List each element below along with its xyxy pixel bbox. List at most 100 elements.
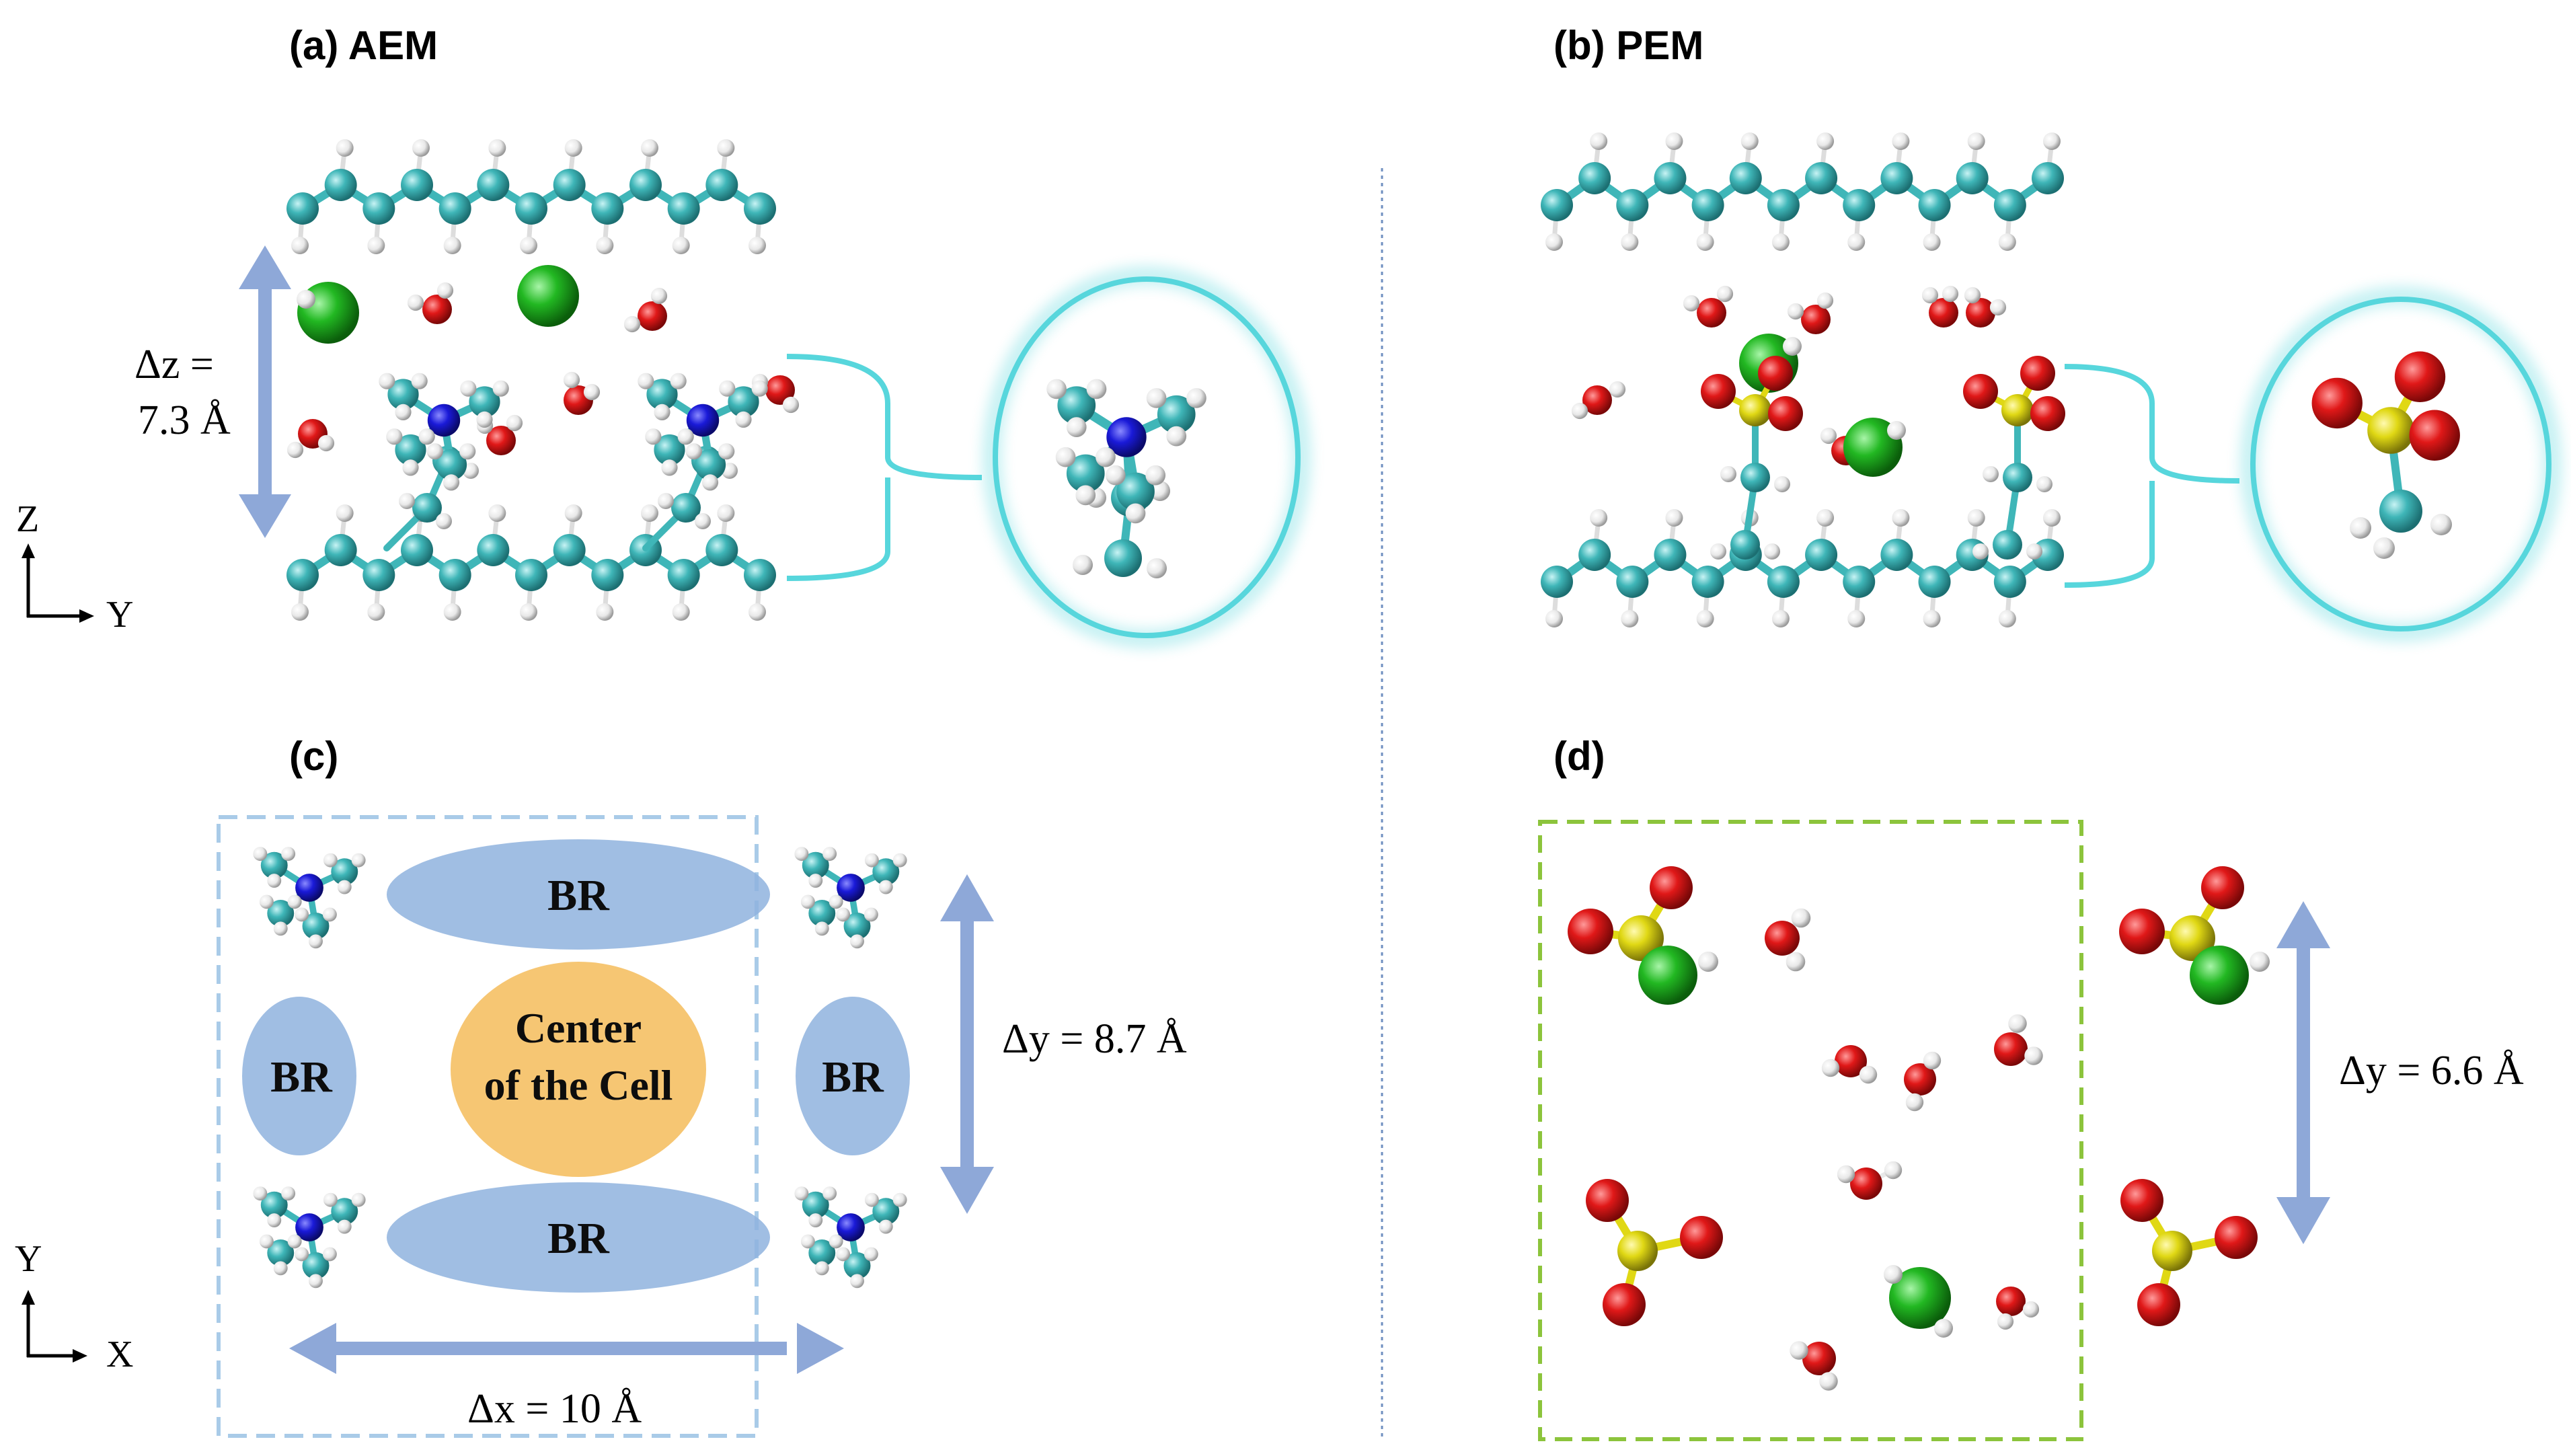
bottom-polymer-chain-a <box>286 504 776 621</box>
hydrogen-atom <box>864 907 878 922</box>
carbon-atom <box>1057 386 1096 425</box>
sulfur-atom <box>2001 394 2034 426</box>
hydrogen-atom <box>1696 233 1714 251</box>
hydrogen-atom <box>1884 1265 1903 1284</box>
carbon-atom <box>401 169 433 201</box>
sulfur-atom <box>1618 915 1664 961</box>
hydrogen-atom <box>1147 558 1167 578</box>
chloride-ion <box>1638 946 1697 1005</box>
carbon-atom <box>1578 539 1611 571</box>
carbon-atom <box>477 534 510 566</box>
carbon-atom <box>808 900 836 927</box>
hydrogen-atom <box>281 1186 296 1201</box>
carbon-atom <box>843 1252 871 1279</box>
carbon-atom <box>1654 162 1687 194</box>
carbon-atom <box>1767 189 1800 221</box>
axis-x-label-bottom: X <box>106 1334 133 1375</box>
carbon-atom <box>267 1239 295 1266</box>
carbon-atom <box>1993 530 2022 560</box>
zoom-circle-b <box>2250 297 2551 631</box>
hydrogen-atom <box>520 603 537 621</box>
hydrogen-atom <box>295 1247 309 1262</box>
hydrogen-atom <box>267 874 282 888</box>
hydrogen-atom <box>286 441 304 459</box>
hydrogen-atom <box>658 493 674 509</box>
oxygen-atom <box>1650 866 1693 909</box>
hydrogen-atom <box>1710 543 1726 560</box>
carbon-atom <box>1616 189 1649 221</box>
hydrogen-atom <box>623 315 641 333</box>
hydrogen-atom <box>1545 610 1563 627</box>
oxygen-atom <box>1966 298 1995 328</box>
oxygen-atom <box>2215 1216 2258 1259</box>
carbon-atom <box>843 913 871 940</box>
panel-c: BR BR BR BR Center of the Cell Δy = 8.7 … <box>15 815 1187 1438</box>
hydrogen-atom <box>287 894 302 909</box>
hydrogen-atom <box>322 1247 337 1262</box>
hydrogen-atom <box>672 237 690 254</box>
carbon-atom <box>1880 539 1913 571</box>
hydrogen-atom <box>1720 466 1736 482</box>
carbon-atom <box>324 534 357 566</box>
sulfur-atom <box>1739 394 1771 426</box>
hydrogen-atom <box>722 463 738 479</box>
panel-label-c: (c) <box>289 734 338 779</box>
carbon-atom <box>705 169 738 201</box>
oxygen-atom <box>2137 1283 2180 1326</box>
hydrogen-atom <box>1967 509 1985 527</box>
sulfur-atom <box>2367 407 2414 454</box>
hydrogen-atom <box>650 287 668 305</box>
hydrogen-atom <box>259 1234 274 1249</box>
oxygen-atom <box>1802 1342 1836 1375</box>
hydrogen-atom <box>1816 132 1835 150</box>
center-of-cell-region <box>451 962 706 1177</box>
hydrogen-atom <box>1571 402 1588 420</box>
zoom-circle-a-glow <box>983 266 1311 648</box>
carbon-atom <box>1116 472 1155 511</box>
hydrogen-atom <box>253 847 268 861</box>
hydrogen-atom <box>367 237 385 254</box>
carbon-atom <box>2032 162 2064 194</box>
carbon-atom <box>1691 189 1724 221</box>
carbon-atom <box>1654 539 1687 571</box>
oxygen-atom <box>1801 305 1831 334</box>
carbon-atom <box>802 851 829 879</box>
interior-molecules-a <box>286 265 800 551</box>
carbon-atom <box>1104 539 1142 577</box>
hydrogen-atom <box>850 934 864 949</box>
hydrogen-atom <box>1892 132 1910 150</box>
cell-box-c <box>217 815 759 1438</box>
hydrogen-atom <box>1847 610 1866 627</box>
hydrogen-atom <box>309 1274 323 1289</box>
oxygen-atom <box>422 295 452 324</box>
hydrogen-atom <box>2250 952 2270 972</box>
oxygen-atom <box>1929 298 1958 328</box>
br-label-right: BR <box>822 1052 884 1102</box>
carbon-atom <box>267 900 295 927</box>
oxygen-atom <box>2311 377 2363 429</box>
oxygen-atom <box>2020 356 2055 391</box>
hydrogen-atom <box>436 513 452 529</box>
hydrogen-atom <box>520 237 537 254</box>
hydrogen-atom <box>829 1234 843 1249</box>
hydrogen-atom <box>808 874 823 888</box>
oxygen-atom <box>486 426 516 455</box>
nitrogen-atom <box>686 404 720 437</box>
zoom-circle-a <box>993 276 1301 638</box>
delta-y-arrow-c <box>940 874 994 1214</box>
hydrogen-atom <box>1621 233 1639 251</box>
hydrogen-atom <box>395 404 412 421</box>
hydrogen-atom <box>488 139 506 157</box>
oxygen-atom <box>1996 1287 2026 1316</box>
carbon-atom <box>1066 454 1105 493</box>
hydrogen-atom <box>864 1247 878 1262</box>
carbon-atom <box>1918 189 1951 221</box>
hydrogen-atom <box>407 294 424 311</box>
carbon-atom <box>694 449 726 481</box>
carbon-atom <box>1729 162 1762 194</box>
oxygen-atom <box>2201 866 2244 909</box>
carbon-atom <box>1730 530 1760 560</box>
hydrogen-atom <box>1764 543 1780 560</box>
panel-d: Δy = 6.6 Å <box>1538 820 2524 1441</box>
hydrogen-atom <box>506 414 523 432</box>
